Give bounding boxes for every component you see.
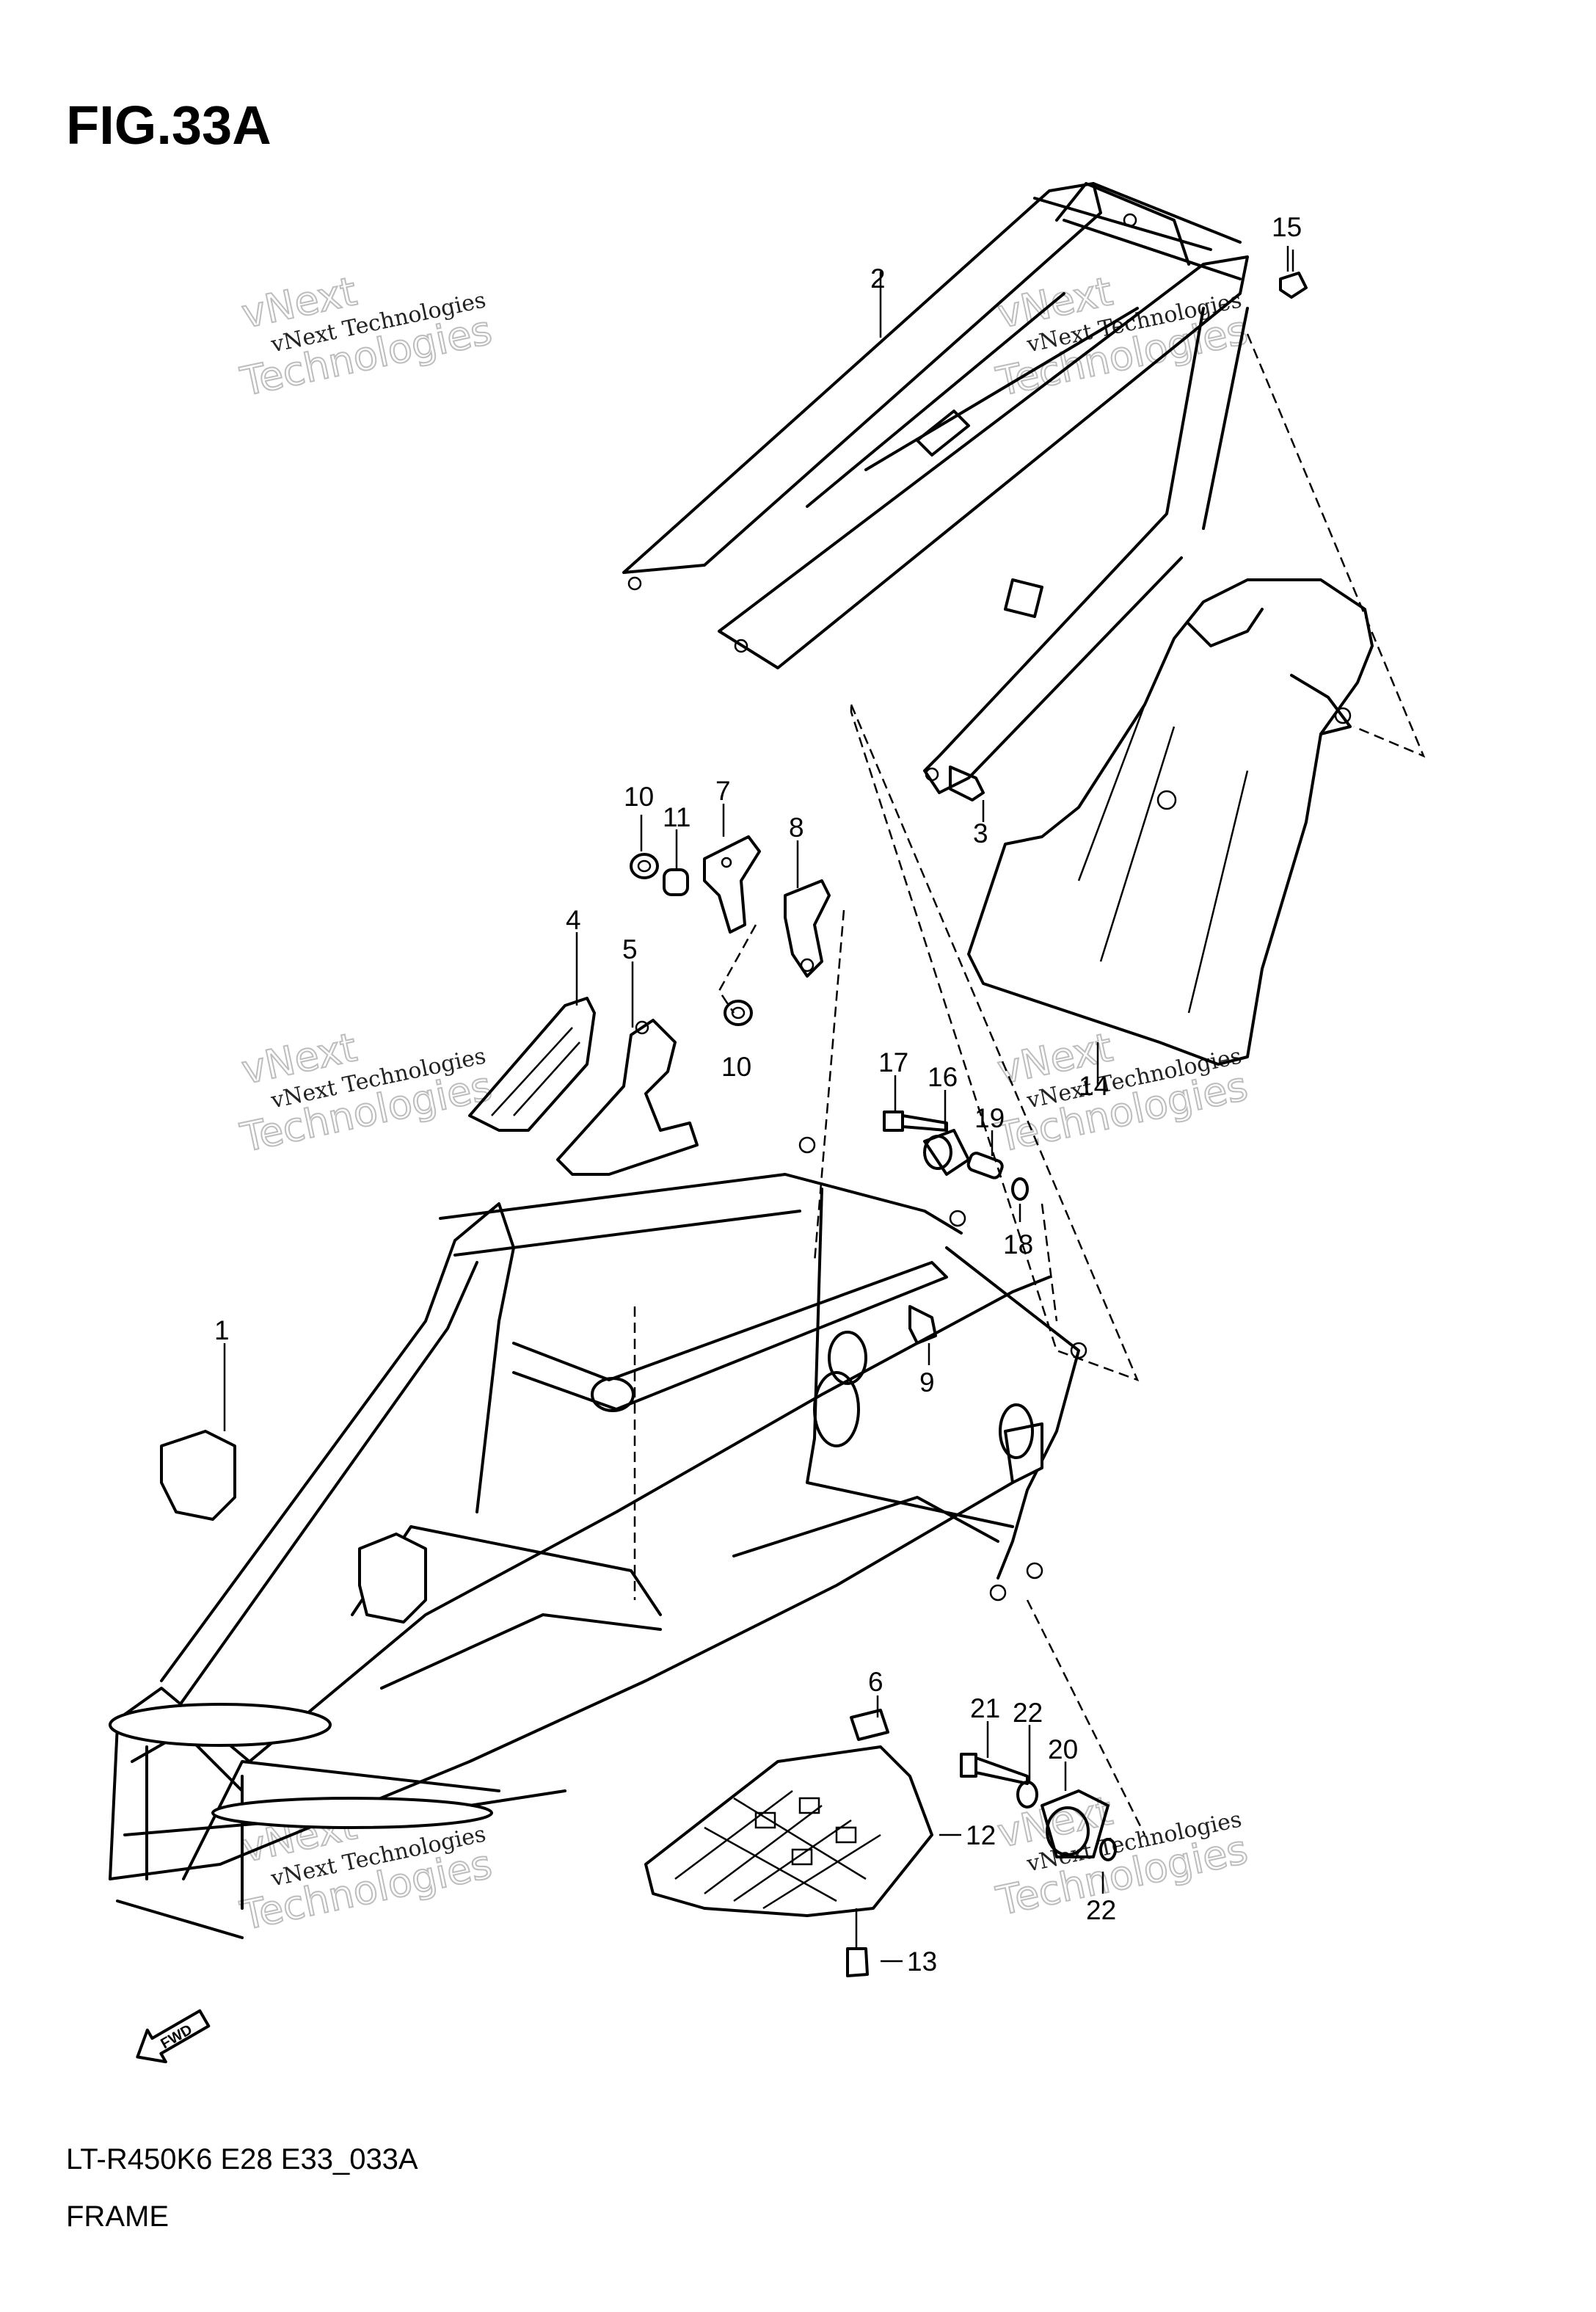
callout-3: 3 [973,818,988,848]
part-bolt-9 [908,1305,937,1345]
part-main-frame [109,1136,1087,1939]
figure-title: FIG.33A [66,95,272,156]
part-washer-10-lower [724,1000,753,1026]
callout-8: 8 [789,813,804,843]
callout-13: 13 [907,1946,937,1977]
callout-22-top: 22 [1013,1698,1043,1728]
callout-20: 20 [1048,1734,1078,1764]
callout-10-lower: 10 [721,1052,751,1082]
callout-11: 11 [663,802,690,832]
part-rear-subframe [622,182,1249,794]
part-washer-18 [1011,1177,1029,1201]
callout-22-lower: 22 [1086,1895,1116,1925]
figure-name: FRAME [66,2200,169,2233]
part-spacer-19 [966,1152,1004,1179]
callout-labels: 1 2 3 4 5 6 7 8 9 10 10 11 12 13 14 15 1… [214,212,1302,1977]
watermark-4: vNext vNext Technologies Technologies [991,1023,1252,1162]
callout-21: 21 [970,1693,1000,1723]
part-washer-22-lower [1099,1838,1117,1861]
callout-9: 9 [919,1367,935,1397]
callout-12: 12 [966,1820,996,1850]
callout-15: 15 [1272,212,1302,242]
callout-2: 2 [870,263,886,294]
part-mud-guard-14 [967,578,1374,1066]
callout-6: 6 [868,1667,883,1697]
part-bracket-4 [468,997,596,1132]
callout-7: 7 [715,776,731,806]
part-footrest-12 [644,1745,933,1917]
callout-10-top: 10 [624,782,654,812]
callout-4: 4 [566,905,581,935]
guide-lines [633,333,1426,1836]
callout-19: 19 [974,1103,1005,1133]
callout-14: 14 [1079,1071,1109,1101]
callout-16: 16 [928,1062,958,1092]
part-clip-15 [1279,250,1308,299]
part-bolt-17 [883,1110,948,1132]
watermark-3: vNext vNext Technologies Technologies [236,1023,496,1162]
callout-1: 1 [214,1315,230,1345]
fwd-arrow-icon: FWD [136,2009,211,2064]
part-bracket-7 [703,835,761,934]
part-collar-11 [663,868,689,896]
part-bolt-3 [949,766,985,801]
part-bracket-8 [784,879,831,978]
callout-18: 18 [1003,1229,1033,1259]
watermark-1: vNext vNext Technologies Technologies [236,267,496,406]
part-bolt-21 [960,1753,1029,1785]
leader-lines [223,246,1289,1963]
part-bolt-13 [846,1908,869,1977]
part-bolt-6 [850,1709,889,1741]
part-bushing-16 [923,1129,970,1176]
watermark-2: vNext vNext Technologies Technologies [991,267,1252,406]
model-code: LT-R450K6 E28 E33_033A [66,2143,418,2175]
part-washer-22-upper [1016,1781,1038,1808]
callout-17: 17 [878,1047,908,1077]
part-bushing-20 [1041,1789,1109,1858]
callout-5: 5 [622,934,638,964]
part-washer-10-top [630,853,659,879]
part-bracket-5 [556,1019,699,1176]
